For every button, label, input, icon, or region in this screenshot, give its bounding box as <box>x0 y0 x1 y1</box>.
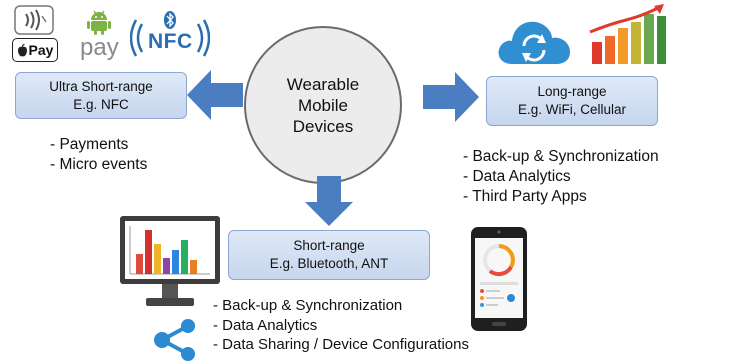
list-item: - Data Sharing / Device Configurations <box>213 336 469 353</box>
nfc-waves-icon <box>130 11 210 57</box>
list-item: - Micro events <box>50 156 148 173</box>
short-range-box: Short-range E.g. Bluetooth, ANT <box>228 230 430 280</box>
ultra-short-range-uses: - Payments - Micro events <box>50 135 147 175</box>
contactless-icon <box>14 5 54 35</box>
apple-pay-text: Pay <box>28 42 54 58</box>
short-range-example: E.g. Bluetooth, ANT <box>269 256 389 271</box>
apple-icon <box>17 43 27 56</box>
ultra-short-range-example: E.g. NFC <box>73 96 129 112</box>
nfc-text: NFC <box>148 30 193 53</box>
long-range-uses: - Back-up & Synchronization - Data Analy… <box>463 147 659 207</box>
share-icon <box>154 319 195 361</box>
arrow-right <box>423 72 479 122</box>
apple-pay-logo: Pay <box>12 38 58 62</box>
list-item: - Payments <box>50 136 129 153</box>
bar-chart-growth-icon <box>589 4 666 64</box>
android-logo <box>85 8 113 36</box>
bluetooth-nfc-logo: NFC <box>130 10 210 60</box>
list-item: - Third Party Apps <box>463 188 587 205</box>
wearable-devices-oval: Wearable Mobile Devices <box>244 26 402 184</box>
ultra-short-range-box: Ultra Short-range E.g. NFC <box>15 72 187 119</box>
short-range-title: Short-range <box>293 238 365 253</box>
android-icon <box>87 10 111 35</box>
cloud-sync-icon <box>498 21 570 64</box>
contactless-logo <box>14 5 54 35</box>
list-item: - Data Analytics <box>463 168 571 185</box>
ultra-short-range-title: Ultra Short-range <box>49 78 153 94</box>
long-range-example: E.g. WiFi, Cellular <box>517 102 627 117</box>
long-range-box: Long-range E.g. WiFi, Cellular <box>486 76 658 126</box>
list-item: - Back-up & Synchronization <box>213 297 403 314</box>
android-pay-text: pay <box>80 34 119 61</box>
short-range-uses: - Back-up & Synchronization - Data Analy… <box>213 296 469 355</box>
arrow-down <box>305 176 353 226</box>
smartphone-icon <box>471 227 527 331</box>
list-item: - Back-up & Synchronization <box>463 148 659 165</box>
monitor-chart-icon <box>120 216 220 306</box>
center-label: Wearable Mobile Devices <box>286 74 360 136</box>
long-range-title: Long-range <box>537 84 607 99</box>
arrow-left <box>187 70 243 120</box>
list-item: - Data Analytics <box>213 316 318 334</box>
